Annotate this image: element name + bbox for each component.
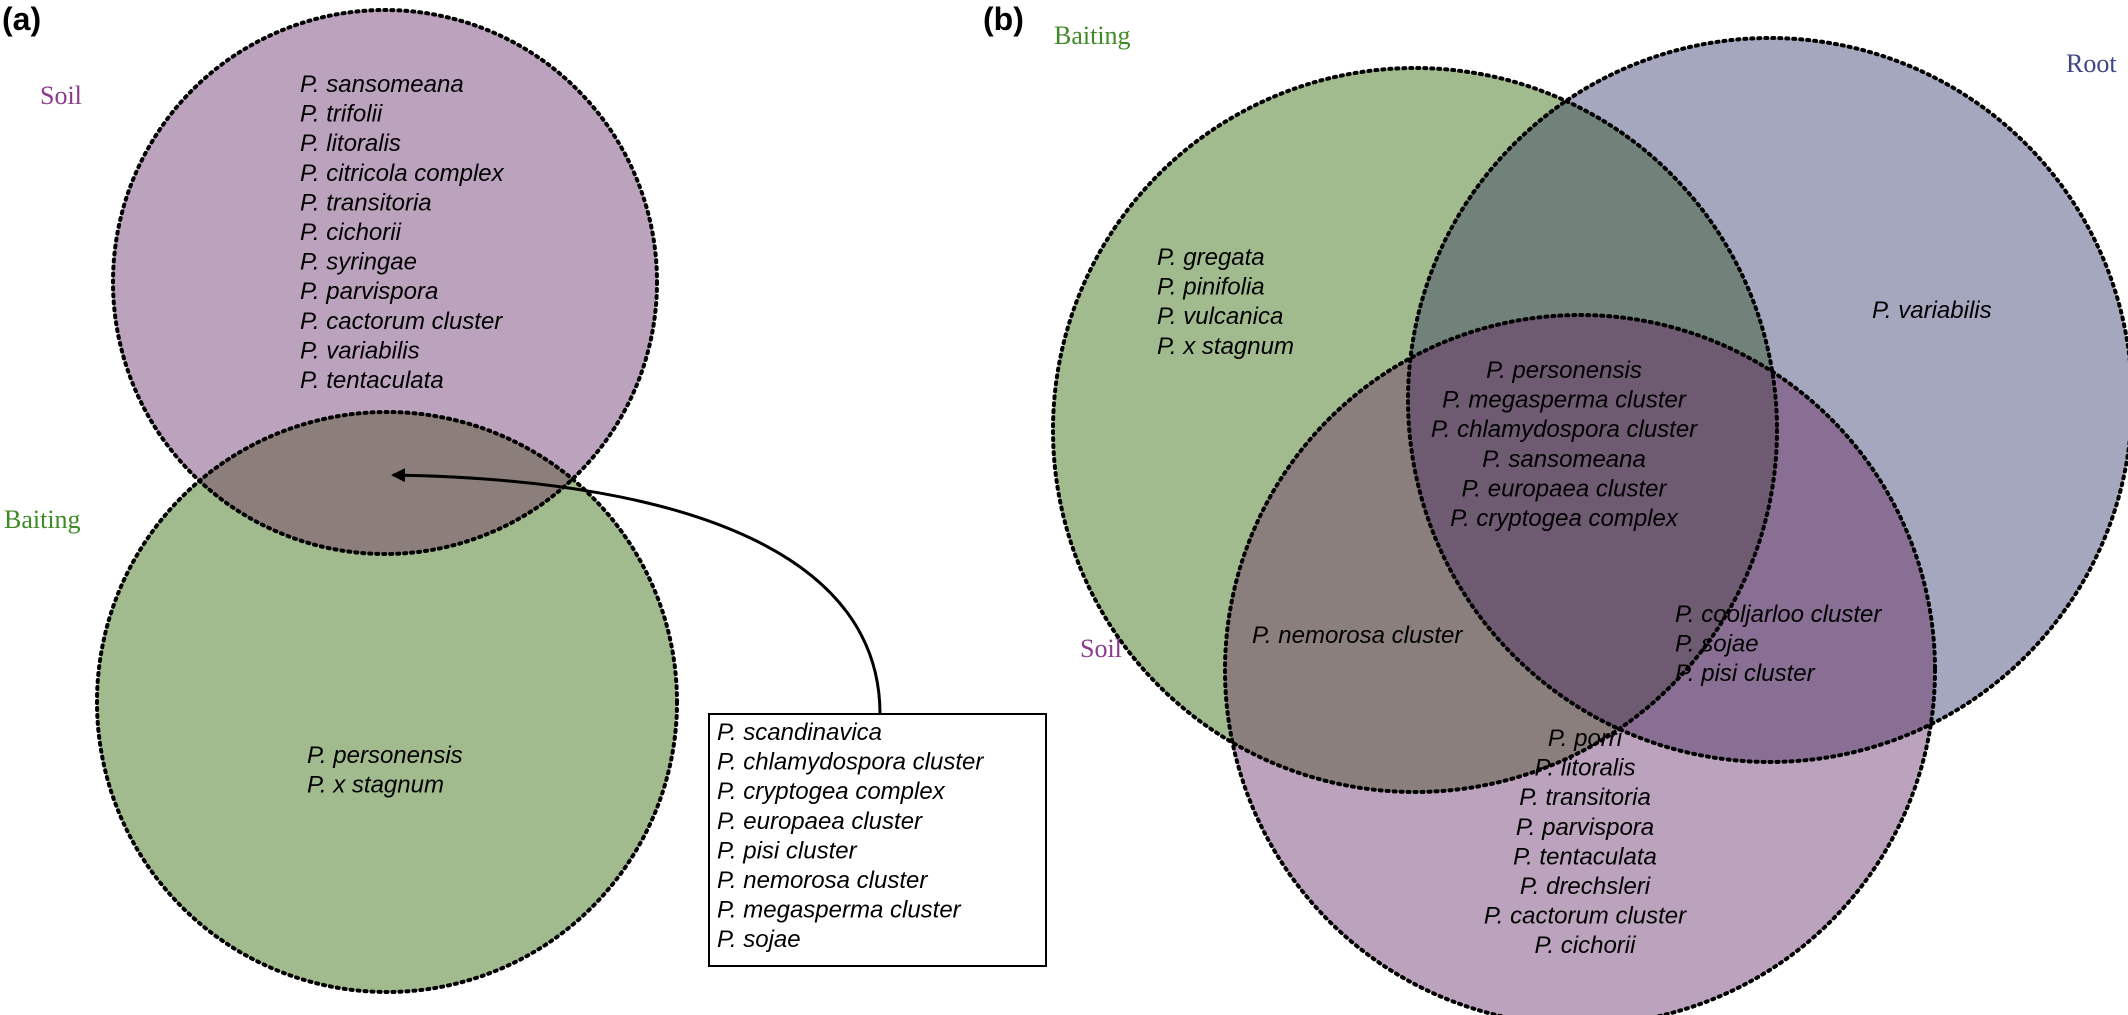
panel-a-soil-circle xyxy=(113,10,657,554)
species-name: P. cooljarloo cluster xyxy=(1675,601,1882,628)
panel-b-venn xyxy=(1051,36,2128,1015)
species-name: P. scandinavica xyxy=(717,719,882,746)
panel-a-baiting-circle xyxy=(97,412,677,992)
panel-b-root-label: Root xyxy=(2066,49,2117,78)
species-name: P. porri xyxy=(1548,725,1623,752)
species-name: P. personensis xyxy=(1486,357,1642,384)
panel-a-soil-label: Soil xyxy=(40,81,82,110)
species-name: P. chlamydospora cluster xyxy=(1431,416,1698,443)
panel-b-soil-outline xyxy=(1223,313,1937,1015)
species-name: P. x stagnum xyxy=(1157,333,1294,360)
panel-b-baiting-soil-list: P. nemorosa cluster xyxy=(1252,622,1463,649)
panel-b-all-three-overlap xyxy=(1408,315,1777,762)
panel-a-soil-outline xyxy=(111,8,659,556)
species-name: P. sojae xyxy=(717,926,801,953)
species-name: P. parvispora xyxy=(300,278,438,305)
species-name: P. cactorum cluster xyxy=(1484,903,1687,930)
species-name: P. personensis xyxy=(307,742,463,769)
panel-a-arrow xyxy=(391,468,882,715)
panel-b-root-outline xyxy=(1406,36,2128,764)
species-name: P. sansomeana xyxy=(1482,446,1646,473)
species-name: P. trifolii xyxy=(300,101,383,128)
panel-b-tag: (b) xyxy=(983,1,1024,37)
panel-a-baiting-only-list: P. personensis P. x stagnum xyxy=(307,742,463,799)
species-name: P. europaea cluster xyxy=(1461,475,1667,502)
panel-a-baiting-label: Baiting xyxy=(4,505,81,534)
panel-a-shared-box xyxy=(708,713,1047,967)
species-name: P. tentaculata xyxy=(300,367,444,394)
species-name: P. parvispora xyxy=(1516,814,1654,841)
species-name: P. chlamydospora cluster xyxy=(717,749,984,776)
species-name: P. pisi cluster xyxy=(1675,660,1816,687)
species-name: P. citricola complex xyxy=(300,160,505,187)
species-name: P. cichorii xyxy=(300,219,402,246)
species-name: P. sansomeana xyxy=(300,71,464,98)
species-name: P. x stagnum xyxy=(307,772,444,799)
species-name: P. tentaculata xyxy=(1513,843,1657,870)
species-name: P. variabilis xyxy=(1872,297,1992,324)
species-name: P. nemorosa cluster xyxy=(717,867,928,894)
species-name: P. litoralis xyxy=(1535,755,1636,782)
species-name: P. cactorum cluster xyxy=(300,308,503,335)
panel-b-baiting-label: Baiting xyxy=(1054,21,1131,50)
species-name: P. vulcanica xyxy=(1157,303,1283,330)
panel-b-baiting-outline xyxy=(1051,66,1779,794)
panel-b-soil-label: Soil xyxy=(1080,634,1122,663)
panel-b-root-only-list: P. variabilis xyxy=(1872,297,1992,324)
species-name: P. nemorosa cluster xyxy=(1252,622,1463,649)
panel-a-baiting-outline xyxy=(95,410,679,994)
species-name: P. megasperma cluster xyxy=(717,897,962,924)
species-name: P. cryptogea complex xyxy=(717,778,946,805)
species-name: P. litoralis xyxy=(300,130,401,157)
species-name: P. sojae xyxy=(1675,631,1759,658)
species-name: P. europaea cluster xyxy=(717,808,923,835)
panel-a-tag: (a) xyxy=(2,1,41,37)
panel-a-venn xyxy=(95,8,679,994)
species-name: P. drechsleri xyxy=(1520,873,1651,900)
species-name: P. pinifolia xyxy=(1157,274,1265,301)
species-name: P. gregata xyxy=(1157,244,1265,271)
species-name: P. syringae xyxy=(300,249,417,276)
species-name: P. variabilis xyxy=(300,337,420,364)
species-name: P. megasperma cluster xyxy=(1442,387,1687,414)
species-name: P. transitoria xyxy=(1519,784,1651,811)
species-name: P. transitoria xyxy=(300,189,432,216)
species-name: P. cichorii xyxy=(1535,932,1637,959)
species-name: P. cryptogea complex xyxy=(1450,505,1679,532)
species-name: P. pisi cluster xyxy=(717,837,858,864)
